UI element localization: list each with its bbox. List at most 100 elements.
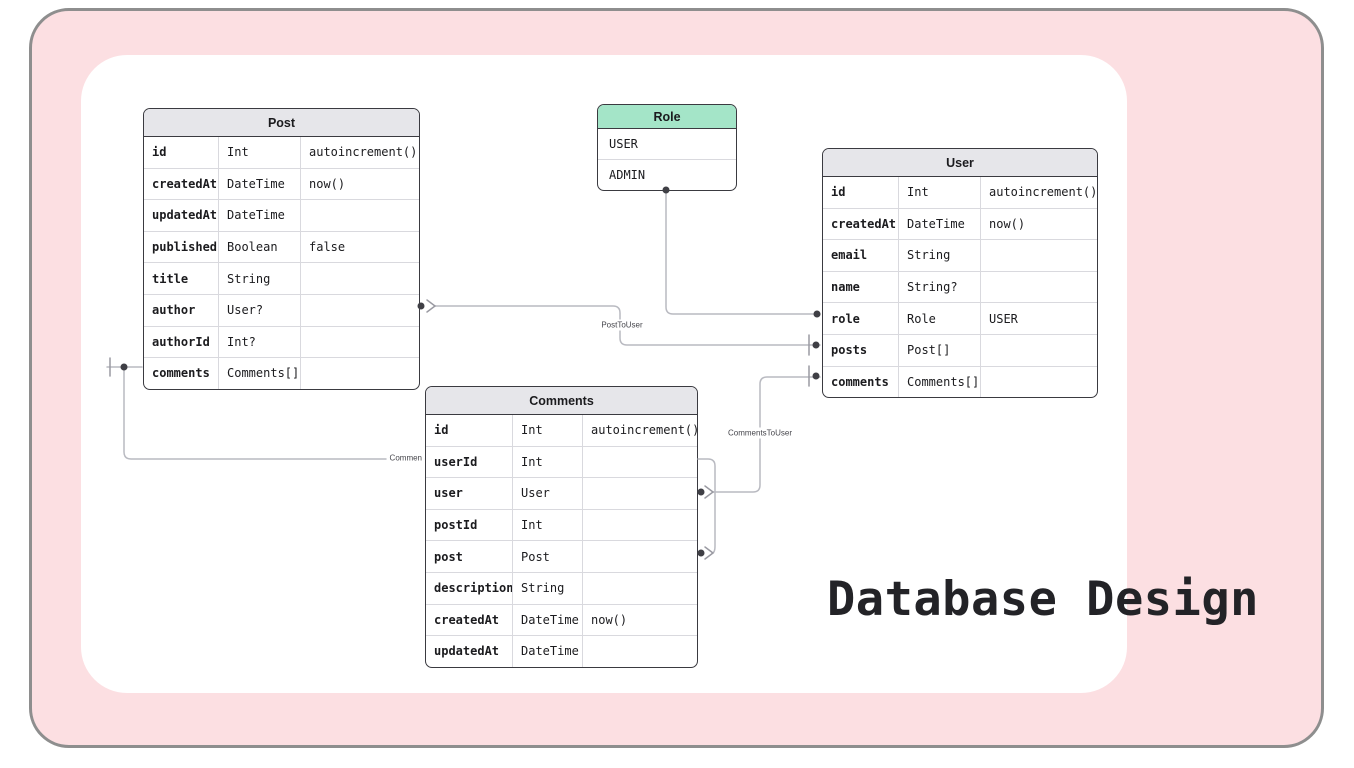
table-role-body: USER ADMIN xyxy=(598,129,736,190)
cell-type: Comments[] xyxy=(218,358,300,389)
cell-type: Int xyxy=(512,509,582,541)
table-row-postId: postId Int xyxy=(426,508,697,541)
cell-field: updatedAt xyxy=(434,644,500,659)
table-user-header: User xyxy=(823,149,1097,177)
table-row-comments: comments Comments[] xyxy=(144,357,419,389)
cell-field: id xyxy=(831,185,846,200)
cell-field: email xyxy=(831,248,868,263)
cell-type: User? xyxy=(218,294,300,326)
cell-default xyxy=(980,271,1097,303)
cell-field: authorId xyxy=(152,334,210,349)
enum-value-user: USER xyxy=(609,137,638,151)
table-row-email: email String xyxy=(823,239,1097,271)
cell-type: Comments[] xyxy=(898,366,980,398)
cell-default: now() xyxy=(300,168,417,200)
cell-field: createdAt xyxy=(434,612,500,627)
cell-field: comments xyxy=(152,366,210,381)
cell-default xyxy=(300,294,417,326)
enum-value-admin: ADMIN xyxy=(598,159,736,190)
cell-default: autoincrement() xyxy=(582,415,697,446)
cell-default xyxy=(300,263,417,294)
cell-field: id xyxy=(434,423,449,438)
cell-type: User xyxy=(512,478,582,509)
cell-field: posts xyxy=(831,343,868,358)
cell-default: autoincrement() xyxy=(300,137,417,168)
cell-default xyxy=(582,636,697,667)
cell-field: role xyxy=(831,311,860,326)
cell-type: String? xyxy=(898,271,980,303)
cell-field: userId xyxy=(434,454,478,469)
table-row-authorId: authorId Int? xyxy=(144,325,419,358)
cell-field: id xyxy=(152,145,167,160)
cell-field: postId xyxy=(434,518,478,533)
cell-default: autoincrement() xyxy=(980,177,1097,208)
cell-type: String xyxy=(218,263,300,294)
cell-field: published xyxy=(152,240,218,255)
cell-type: Int? xyxy=(218,326,300,358)
cell-field: createdAt xyxy=(152,176,218,191)
cell-field: user xyxy=(434,486,463,501)
table-row-updatedAt: updatedAt DateTime xyxy=(426,635,697,667)
cell-default: USER xyxy=(980,303,1097,334)
table-row-name: name String? xyxy=(823,270,1097,303)
cell-field: createdAt xyxy=(831,216,897,231)
cell-field: name xyxy=(831,280,860,295)
cell-field: post xyxy=(434,549,463,564)
cell-default xyxy=(582,446,697,478)
cell-field: description xyxy=(434,581,512,596)
table-role[interactable]: Role USER ADMIN xyxy=(597,104,737,191)
cell-default xyxy=(300,358,417,389)
cell-default xyxy=(980,240,1097,271)
table-row-title: title String xyxy=(144,262,419,294)
relationship-label-post-to-user: PostToUser xyxy=(598,319,646,331)
relationship-label-comments-to-user: CommentsToUser xyxy=(724,427,796,439)
cell-default: now() xyxy=(980,208,1097,240)
relationship-label-comment-to-post: Commen xyxy=(386,452,425,464)
table-row-post: post Post xyxy=(426,540,697,572)
cell-type: DateTime xyxy=(512,636,582,667)
cell-default xyxy=(582,478,697,509)
cell-type: String xyxy=(898,240,980,271)
cell-field: updatedAt xyxy=(152,208,218,223)
cell-type: Post[] xyxy=(898,334,980,366)
table-row-posts: posts Post[] xyxy=(823,333,1097,366)
cell-default xyxy=(582,572,697,604)
cell-default: false xyxy=(300,231,417,263)
cell-type: DateTime xyxy=(218,168,300,200)
table-role-header: Role xyxy=(598,105,736,129)
table-row-author: author User? xyxy=(144,293,419,326)
table-row-user: user User xyxy=(426,477,697,509)
cell-type: DateTime xyxy=(898,208,980,240)
cell-field: author xyxy=(152,303,196,318)
cell-type: String xyxy=(512,572,582,604)
cell-type: Int xyxy=(512,415,582,446)
page-title: Database Design xyxy=(827,572,1259,627)
cell-default xyxy=(980,366,1097,398)
cell-type: Role xyxy=(898,303,980,334)
cell-type: Int xyxy=(218,137,300,168)
cell-default xyxy=(300,200,417,231)
cell-default xyxy=(582,541,697,572)
cell-default xyxy=(582,509,697,541)
cell-type: Boolean xyxy=(218,231,300,263)
table-post-header: Post xyxy=(144,109,419,137)
cell-type: DateTime xyxy=(218,200,300,231)
cell-field: title xyxy=(152,271,189,286)
cell-type: Post xyxy=(512,541,582,572)
